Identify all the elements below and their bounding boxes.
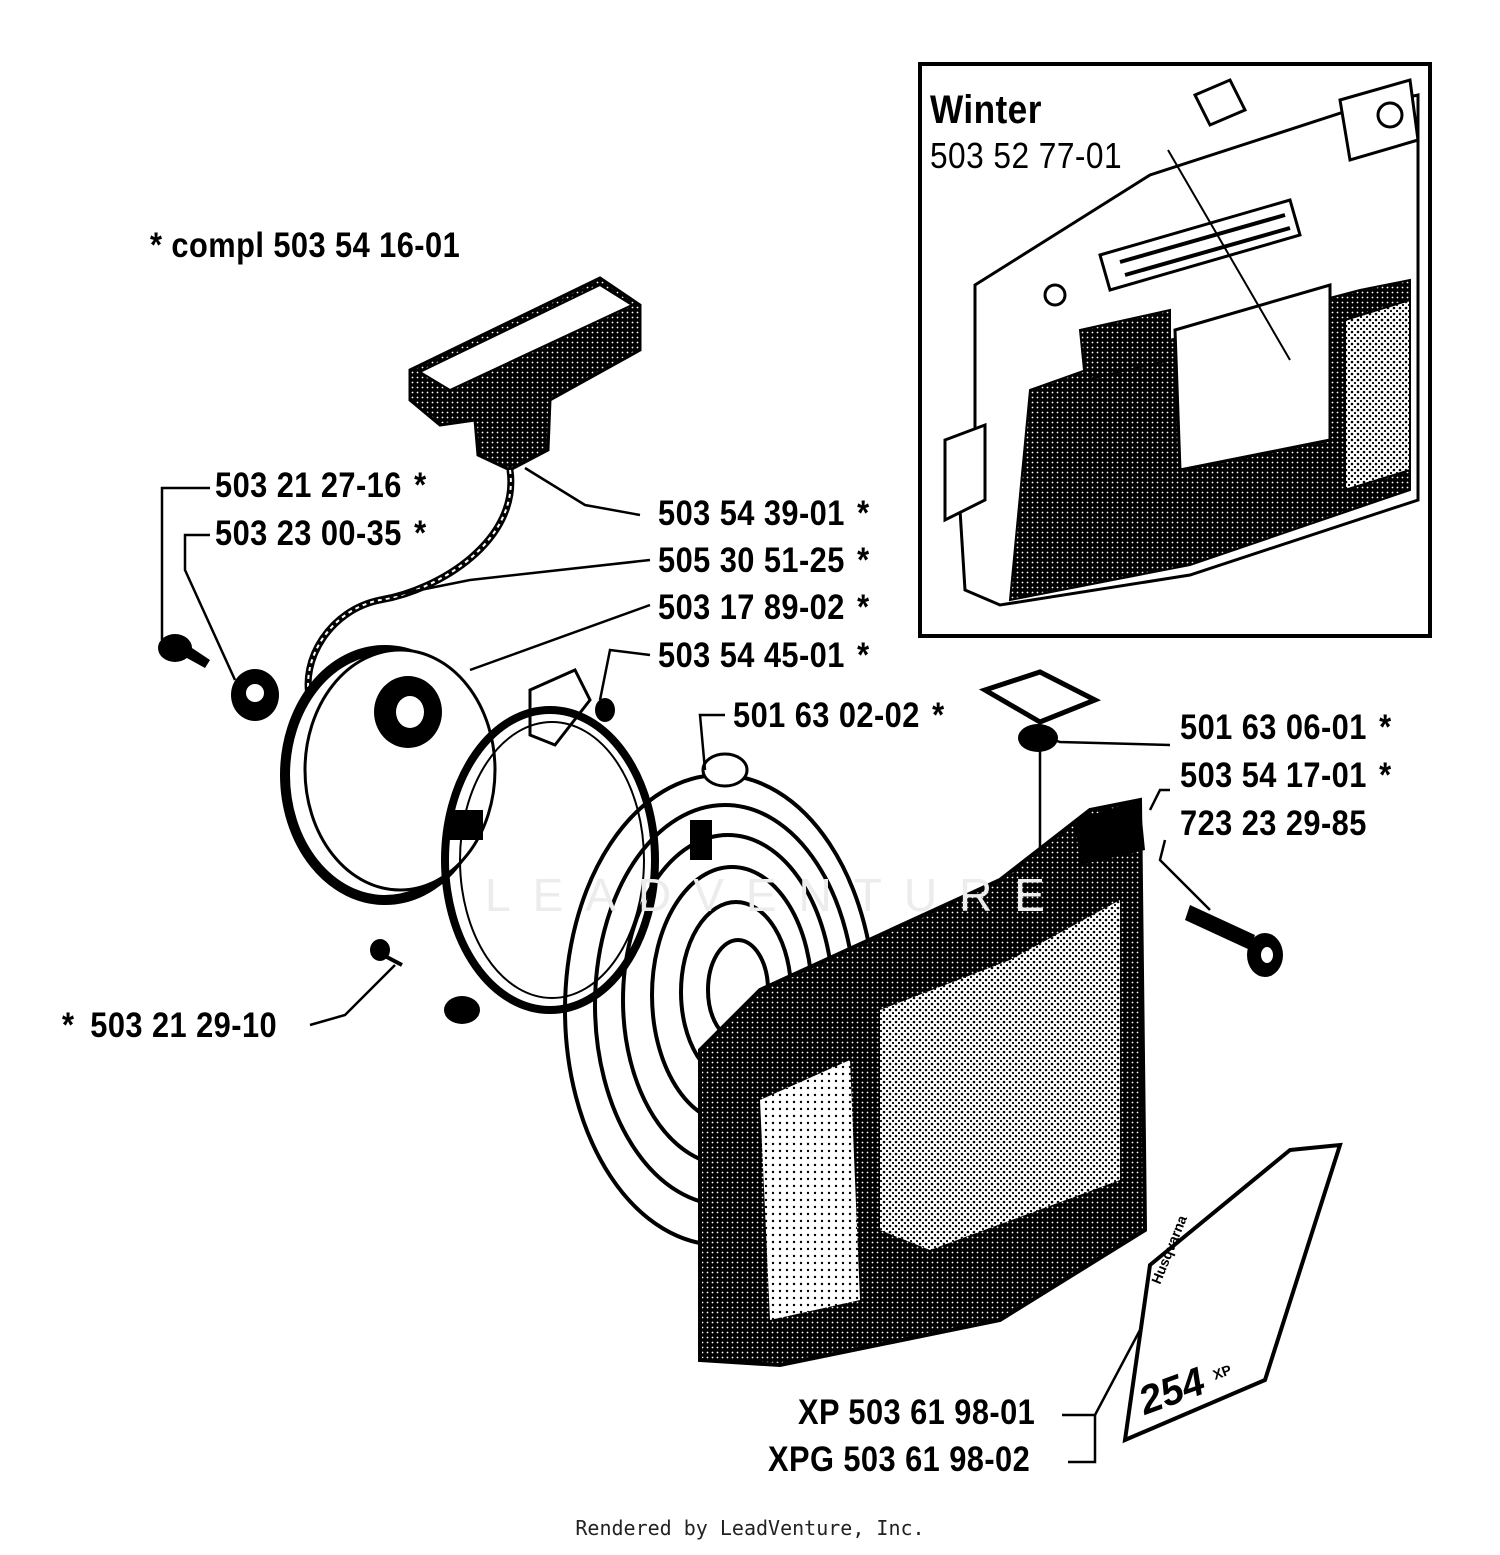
winter-part-number: 503 52 77-01 xyxy=(930,135,1123,176)
cover-screw xyxy=(1185,905,1283,977)
starter-handle xyxy=(408,276,642,472)
callout-503-54-39-01: 503 54 39-01* xyxy=(658,494,870,533)
winter-cover-drawing xyxy=(943,78,1420,607)
cover-plug xyxy=(978,669,1102,752)
callout-xpg-decal: XPG 503 61 98-02 xyxy=(768,1440,1031,1479)
top-screw xyxy=(158,634,210,668)
callout-501-63-02-02: 501 63 02-02* xyxy=(733,696,945,735)
callout-723-23-29-85: 723 23 29-85 xyxy=(1180,804,1367,843)
decal-card: 254 XP Husqvarna xyxy=(1122,1142,1343,1444)
leader-lines xyxy=(160,466,1211,1464)
bottom-screw xyxy=(370,939,403,967)
winter-leader xyxy=(1167,149,1291,361)
spring-ring xyxy=(441,706,659,1024)
callout-503-21-29-10: *503 21 29-10 xyxy=(62,1006,278,1045)
compl-label: * compl 503 54 16-01 xyxy=(150,226,461,265)
callout-xp-decal: XP 503 61 98-01 xyxy=(798,1393,1036,1432)
decal-suffix: XP xyxy=(1211,1361,1234,1382)
starter-housing xyxy=(698,797,1148,1368)
callout-503-21-27-16: 503 21 27-16* xyxy=(215,466,427,505)
watermark: LEADVENTURE xyxy=(485,869,1067,921)
washer xyxy=(231,669,279,721)
callout-503-54-45-01: 503 54 45-01* xyxy=(658,636,870,675)
callout-503-54-17-01: 503 54 17-01* xyxy=(1180,756,1392,795)
footer-credit: Rendered by LeadVenture, Inc. xyxy=(575,1516,925,1540)
winter-title: Winter xyxy=(930,88,1042,132)
callout-501-63-06-01: 501 63 06-01* xyxy=(1180,708,1392,747)
callout-503-23-00-35: 503 23 00-35* xyxy=(215,514,427,553)
callout-503-17-89-02: 503 17 89-02* xyxy=(658,588,870,627)
callout-505-30-51-25: 505 30 51-25* xyxy=(658,541,870,580)
winter-inset xyxy=(918,62,1432,638)
